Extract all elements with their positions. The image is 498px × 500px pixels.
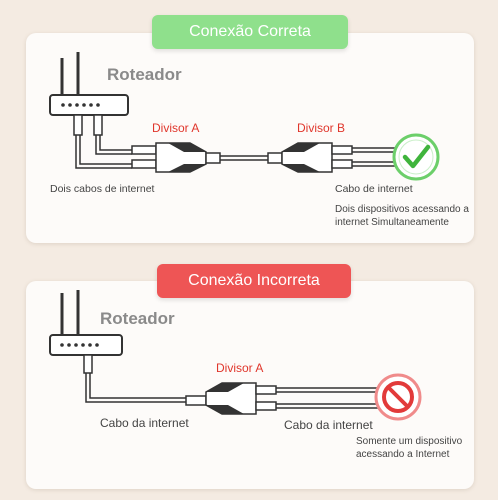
success-note-line1: Dois dispositivos acessando a xyxy=(335,204,469,215)
splitter-a-label: Divisor A xyxy=(152,121,200,135)
failure-note-line2: acessando a Internet xyxy=(356,449,450,460)
cable-caption: Cabo de internet xyxy=(335,183,413,195)
splitter-a-icon-bottom xyxy=(205,382,277,415)
prohibited-icon xyxy=(374,373,422,421)
router-icon xyxy=(49,52,129,136)
splitter-b-icon xyxy=(267,142,353,173)
output-cables-bottom xyxy=(276,387,378,409)
splitter-link-cable xyxy=(220,155,268,161)
incorrect-connection-badge: Conexão Incorreta xyxy=(157,264,351,298)
output-cables xyxy=(352,147,400,167)
success-note-line2: internet Simultaneamente xyxy=(335,217,449,228)
two-cables-caption: Dois cabos de internet xyxy=(50,183,155,195)
two-internet-cables xyxy=(75,135,157,169)
router-label-bottom: Roteador xyxy=(100,309,175,328)
router-icon-bottom xyxy=(49,290,123,374)
splitter-a-label-bottom: Divisor A xyxy=(216,361,264,375)
internet-cable-caption-right: Cabo da internet xyxy=(284,418,373,432)
failure-note-line1: Somente um dispositivo xyxy=(356,436,463,447)
internet-cable-caption-left: Cabo da internet xyxy=(100,416,189,430)
correct-connection-badge: Conexão Correta xyxy=(152,15,348,49)
single-internet-cable xyxy=(85,373,207,406)
router-label: Roteador xyxy=(107,65,182,84)
check-icon xyxy=(392,133,440,181)
splitter-b-label: Divisor B xyxy=(297,121,346,135)
splitter-a-icon xyxy=(155,142,221,173)
